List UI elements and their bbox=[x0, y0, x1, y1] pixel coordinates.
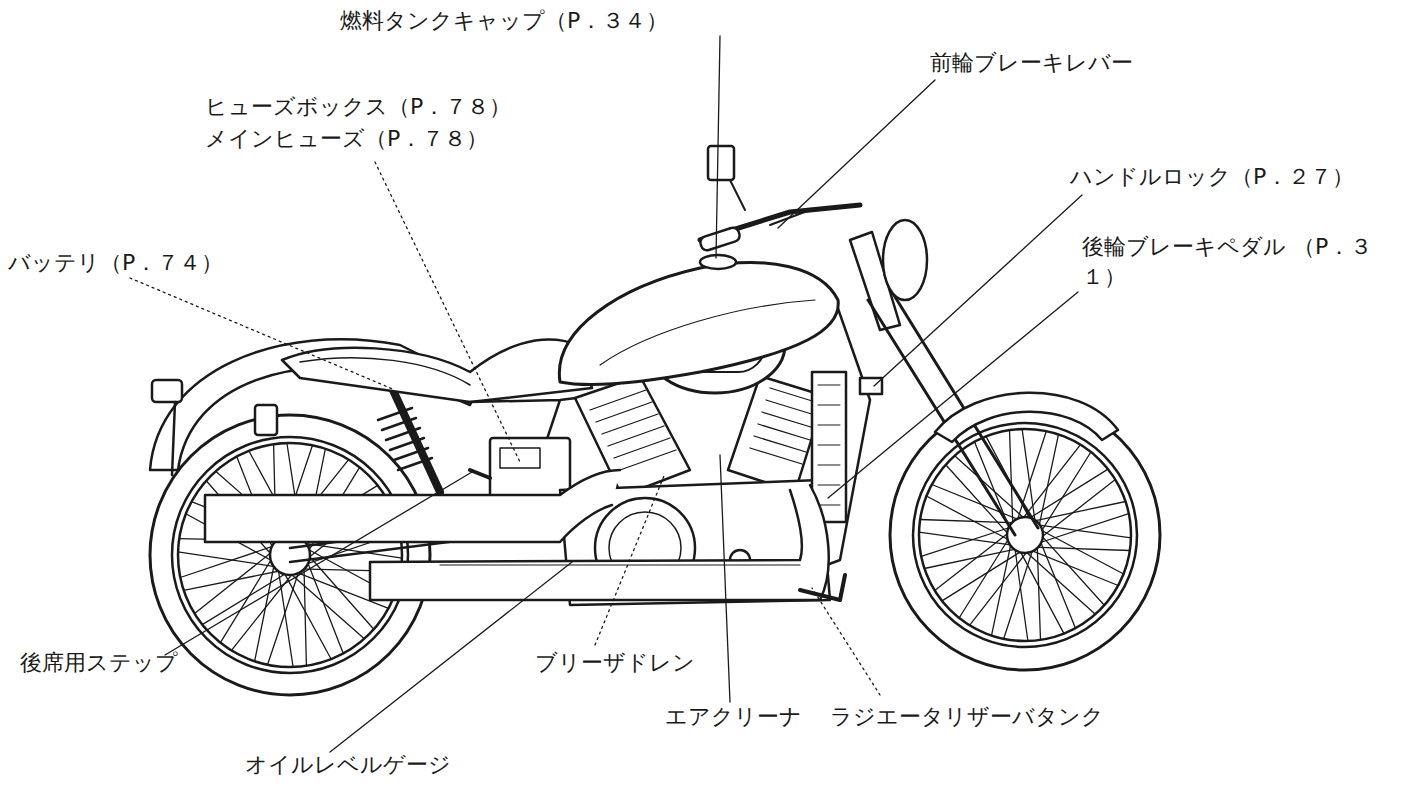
leader-line bbox=[720, 455, 730, 702]
seat-seam bbox=[300, 358, 470, 385]
rear-spokes bbox=[178, 443, 402, 667]
plate-bracket bbox=[172, 402, 175, 475]
spoke bbox=[955, 456, 1028, 522]
part-label: ヒューズボックス（P．７８） bbox=[205, 92, 511, 122]
fuse-box bbox=[500, 448, 540, 468]
part-label: 燃料タンクキャップ（P．３４） bbox=[340, 6, 668, 36]
leader-line bbox=[716, 36, 720, 258]
lower-muffler bbox=[370, 485, 829, 600]
rear-rim bbox=[172, 437, 408, 673]
leader-line-hidden bbox=[375, 162, 520, 462]
battery-box bbox=[490, 438, 570, 500]
front-fender bbox=[935, 393, 1118, 442]
spoke bbox=[255, 561, 275, 662]
spoke bbox=[1014, 544, 1028, 641]
leader-line bbox=[828, 292, 1078, 498]
spoke bbox=[1025, 469, 1108, 521]
front-tire bbox=[890, 400, 1160, 670]
spoke bbox=[921, 526, 1014, 556]
spoke bbox=[1034, 524, 1131, 538]
spoke bbox=[1010, 430, 1013, 528]
leader-line bbox=[874, 195, 1082, 386]
spoke bbox=[932, 485, 1023, 522]
footpeg bbox=[470, 470, 845, 600]
leader-line bbox=[165, 472, 472, 655]
spoke bbox=[992, 540, 1012, 636]
part-label: ハンドルロック（P．２７） bbox=[1070, 162, 1354, 192]
spoke bbox=[920, 520, 1018, 523]
handle-lock bbox=[860, 378, 882, 394]
cylinder-fins bbox=[590, 390, 676, 470]
spoke bbox=[1038, 434, 1058, 530]
upper-muffler bbox=[205, 470, 620, 542]
tail-signal bbox=[152, 380, 182, 402]
leader-line-hidden bbox=[130, 278, 395, 390]
spoke bbox=[220, 555, 274, 643]
leader-line-hidden bbox=[595, 476, 664, 645]
part-label: バッテリ（P．７４） bbox=[8, 248, 223, 278]
spoke bbox=[1039, 533, 1105, 606]
leader-line bbox=[778, 80, 935, 228]
spoke bbox=[306, 552, 374, 629]
tail-light bbox=[255, 405, 277, 435]
part-label: ラジエータリザーバタンク bbox=[830, 702, 1104, 732]
front-rim bbox=[913, 423, 1137, 647]
radiator-fins bbox=[818, 385, 840, 505]
front-cylinder bbox=[728, 376, 825, 492]
spoke bbox=[1023, 549, 1096, 615]
part-label: メインヒューズ（P．７８） bbox=[205, 124, 488, 154]
grip bbox=[699, 226, 741, 252]
muffler-line bbox=[440, 564, 800, 565]
spoke bbox=[304, 563, 307, 666]
mirror bbox=[708, 146, 734, 180]
front-rim-inner bbox=[919, 429, 1131, 641]
part-label: ブリーザドレン bbox=[535, 648, 695, 678]
fuel-tank bbox=[559, 263, 838, 385]
tank-line bbox=[600, 300, 815, 365]
spoke bbox=[1039, 537, 1076, 628]
part-label: 後席用ステップ bbox=[20, 648, 178, 678]
spoke bbox=[306, 558, 344, 654]
spoke bbox=[1032, 547, 1130, 550]
spoke bbox=[926, 496, 1013, 542]
seat bbox=[282, 340, 592, 402]
spoke bbox=[1027, 549, 1118, 586]
rear-rim-inner bbox=[178, 443, 402, 667]
part-label: エアクリーナ bbox=[665, 702, 802, 732]
headlight bbox=[883, 220, 927, 300]
part-label: 後輪ブレーキペダル （P．３１） bbox=[1082, 232, 1412, 292]
leader-lines bbox=[130, 36, 1082, 752]
shock-spring bbox=[378, 408, 432, 470]
tank-cap bbox=[700, 255, 736, 269]
spoke bbox=[959, 535, 1011, 618]
spoke bbox=[1037, 528, 1124, 574]
front-spokes bbox=[919, 429, 1131, 641]
rear-tire bbox=[150, 415, 430, 695]
spoke bbox=[178, 552, 280, 567]
part-label: オイルレベルゲージ bbox=[245, 750, 451, 780]
front-hub bbox=[1007, 517, 1043, 553]
spoke bbox=[1037, 542, 1040, 640]
part-label: 前輪ブレーキレバー bbox=[930, 48, 1133, 78]
spoke bbox=[180, 545, 277, 578]
leader-line-hidden bbox=[812, 588, 880, 695]
